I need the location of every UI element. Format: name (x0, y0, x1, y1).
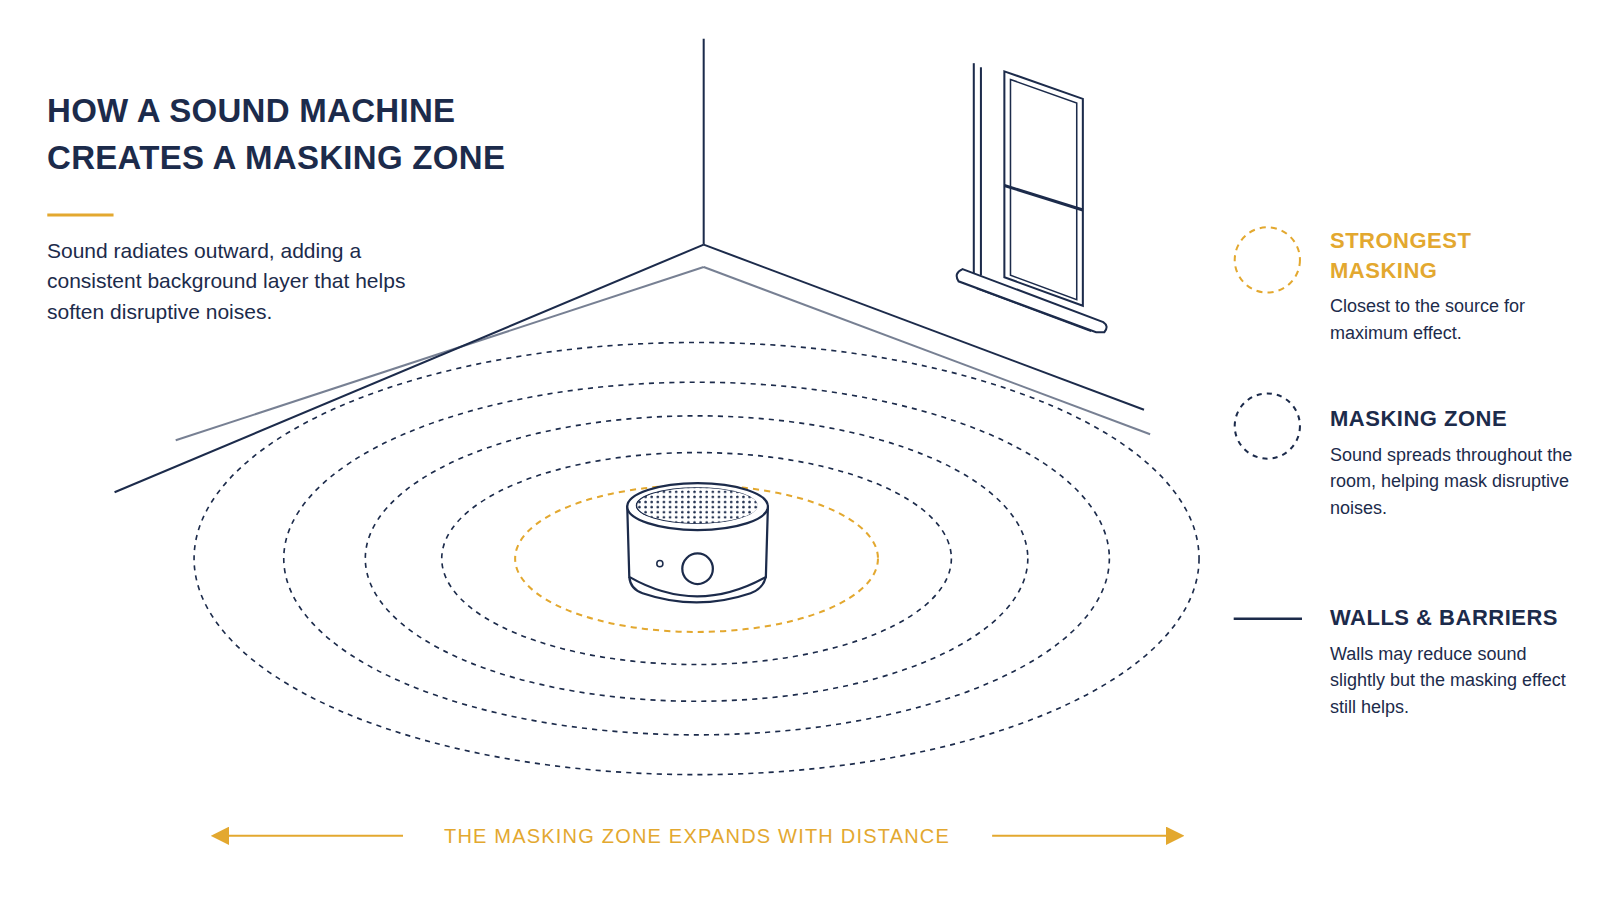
legend-description: Sound spreads throughout the room, helpi… (1330, 442, 1575, 522)
diagram-title: HOW A SOUND MACHINE CREATES A MASKING ZO… (47, 88, 567, 182)
window-rail (1004, 186, 1082, 210)
masking-ring (194, 342, 1199, 774)
distance-arrow (992, 835, 1181, 837)
axis-caption: THE MASKING ZONE EXPANDS WITH DISTANCE (438, 823, 956, 850)
window-frame (980, 67, 982, 275)
indicator-light (657, 561, 663, 567)
masking-ring (284, 382, 1110, 735)
distance-arrow (214, 835, 403, 837)
masking-ring (365, 416, 1028, 701)
legend-heading: MASKING ZONE (1330, 404, 1570, 434)
masking-rings (194, 342, 1199, 774)
intro-text: Sound radiates outward, adding a consist… (47, 236, 412, 327)
legend-description: Walls may reduce sound slightly but the … (1330, 641, 1575, 721)
legend-swatch (1234, 617, 1302, 620)
title-rule (47, 214, 113, 217)
strongest-ring (515, 485, 878, 632)
legend-swatch (1235, 227, 1300, 292)
masking-ring (442, 453, 952, 665)
legend-swatch (1235, 393, 1300, 458)
legend-heading: STRONGEST MASKING (1330, 226, 1520, 285)
machine-knob (682, 553, 713, 584)
legend-entry: MASKING ZONESound spreads throughout the… (1330, 404, 1570, 522)
window (957, 63, 1107, 332)
machine-top (627, 483, 768, 530)
speaker-grille (636, 487, 758, 524)
legend-heading: WALLS & BARRIERS (1330, 603, 1592, 633)
sound-machine (627, 483, 768, 602)
left-baseboard (176, 267, 704, 440)
legend-description: Closest to the source for maximum effect… (1330, 293, 1575, 346)
right-floor-edge (704, 245, 1144, 410)
window-frame (973, 63, 975, 273)
window-sill (957, 269, 1107, 332)
window-sash (1004, 71, 1082, 305)
legend-entry: WALLS & BARRIERS Walls may reduce sound s… (1330, 603, 1592, 721)
wall-corner (703, 39, 705, 245)
window-sill-edge (977, 288, 1091, 331)
legend-entry: STRONGEST MASKINGClosest to the source f… (1330, 226, 1520, 347)
